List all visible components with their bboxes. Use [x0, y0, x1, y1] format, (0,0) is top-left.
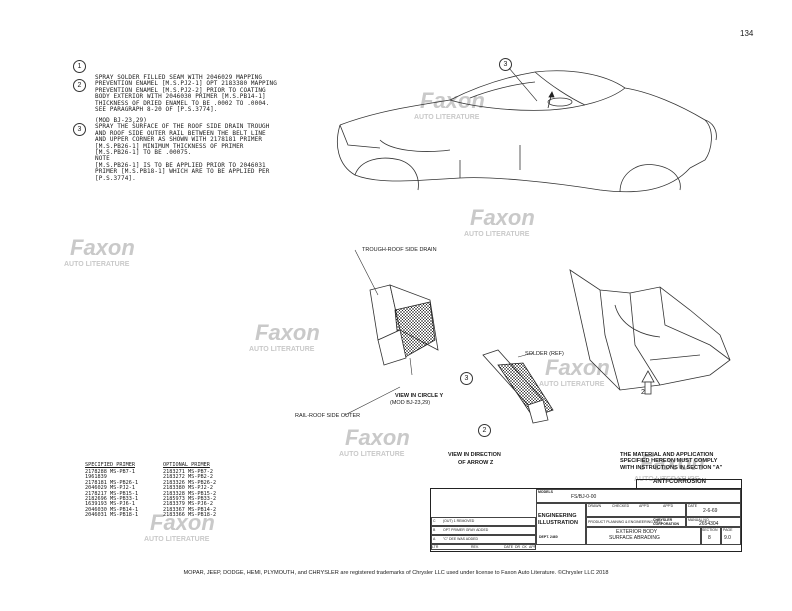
- section-label: SECTION: [702, 528, 718, 532]
- primer-optional-cell: 2183328 MS-PB15-2: [163, 490, 217, 497]
- note-2-text: SPRAY SOLDER FILLED SEAM WITH 2046029 MA…: [95, 74, 277, 114]
- detail-solder-panel: [482, 349, 554, 424]
- callout-3-mid: 3: [460, 372, 473, 385]
- primer-header-specified: SPECIFIED PRIMER: [85, 462, 135, 468]
- label-solder: SOLDER (REF): [525, 351, 564, 357]
- manual-value: 2654304: [699, 521, 719, 527]
- date-value: 2-6-69: [703, 508, 718, 514]
- rev-footer: DR: [515, 545, 521, 549]
- rev-footer: REV.: [471, 545, 479, 549]
- section-value: 8: [708, 535, 711, 541]
- primer-specified-cell: 2046030 MS-PB14-1: [85, 506, 139, 513]
- view-circle-line2: (MOD BJ-23,29): [390, 400, 431, 406]
- rev-mark: B: [433, 528, 436, 532]
- note-3-text: (MOD BJ-23,29) SPRAY THE SURFACE OF THE …: [95, 117, 270, 182]
- primer-specified-cell: 2182696 MS-PB33-1: [85, 496, 139, 502]
- primer-optional-cell: 2183379 MS-PJ6-2: [163, 501, 213, 508]
- chrysler-label: CHRYSLER CORPORATION: [653, 518, 679, 526]
- leader-line: [345, 386, 401, 416]
- rev-text: "C" DEE WAS ADDED: [443, 537, 479, 541]
- primer-optional-cell: 2183366 MS-PB18-2: [163, 512, 217, 519]
- rev-footer: LTR: [432, 545, 439, 549]
- title-block: ANTI-CORROSION MODELS FS/BJ-0-00 ENGINEE…: [430, 479, 742, 552]
- subject-line2: SURFACE ABRADING: [609, 535, 660, 541]
- label-rail: RAIL-ROOF SIDE OUTER: [295, 413, 361, 419]
- primer-optional-cell: 2183326 MS-PB26-2: [163, 479, 217, 486]
- primer-specified-cell: 2178181 MS-PB26-1: [85, 479, 139, 486]
- primer-optional-cell: 2185973 MS-PB33-2: [163, 496, 217, 502]
- callout-2-low: 2: [478, 424, 491, 437]
- label-trough: TROUGH-ROOF SIDE DRAIN: [362, 247, 437, 253]
- anti-corrosion-label: ANTI-CORROSION: [653, 479, 706, 485]
- callout-2-arrow: 2: [641, 389, 645, 396]
- date-label: DATE: [688, 504, 698, 508]
- checked-label: CHECKED: [612, 504, 630, 508]
- appd-label-1: APP'D: [639, 504, 650, 508]
- note-number-1: 1: [73, 60, 86, 73]
- detail-drain-trough: [354, 249, 439, 376]
- engineering-line2: ILLUSTRATION: [538, 520, 578, 526]
- primer-specified-cell: 1639193 MS-PJ6-1: [85, 501, 135, 508]
- rev-footer: DATE: [504, 545, 514, 549]
- callout-3-top: 3: [499, 58, 512, 71]
- rev-footer: CK: [522, 545, 527, 549]
- trademark-footer: MOPAR, JEEP, DODGE, HEMI, PLYMOUTH, and …: [183, 570, 609, 576]
- manual-label: MANUAL NO.: [688, 518, 710, 522]
- primer-specified-cell: 2178288 MS-PB7-1: [85, 469, 135, 475]
- primer-header-optional: OPTIONAL PRIMER: [163, 462, 210, 468]
- appd-label-2: APP'D: [663, 504, 674, 508]
- primer-specified-cell: 2046031 MS-PB18-1: [85, 512, 139, 519]
- view-circle-line1: VIEW IN CIRCLE Y: [395, 393, 444, 399]
- engineering-line1: ENGINEERING: [538, 513, 577, 519]
- rev-mark: C: [433, 519, 436, 523]
- rev-text: (OUT) 1 REMOVED: [443, 519, 475, 523]
- view-direction-line2: OF ARROW Z: [458, 460, 494, 466]
- page-number: 134: [740, 29, 754, 38]
- primer-optional-cell: 2183271 MS-PB7-2: [163, 469, 213, 475]
- rev-text: OPT PRIMER GRAY ADDED: [443, 528, 489, 532]
- note-number-3: 3: [73, 123, 86, 136]
- subject-line1: EXTERIOR BODY: [616, 529, 658, 535]
- primer-specified-cell: 2178217 MS-PB15-1: [85, 490, 139, 497]
- view-direction-line1: VIEW IN DIRECTION: [448, 452, 501, 458]
- rev-mark: A: [433, 537, 436, 541]
- models-label: MODELS: [538, 490, 553, 494]
- primer-specified-cell: 2046029 MS-PJ2-1: [85, 485, 135, 492]
- note-number-2: 2: [73, 79, 86, 92]
- page-value: 9.0: [724, 535, 731, 541]
- primer-specified-cell: 1961839: [85, 474, 107, 481]
- drawn-label: DRAWN: [588, 504, 602, 508]
- car-body-illustration: [337, 70, 717, 193]
- rev-footer: APP: [529, 545, 537, 549]
- primer-optional-cell: 2183367 MS-PB14-2: [163, 506, 217, 513]
- planning-label: PRODUCT PLANNING & ENGINEERING MFG.: [588, 520, 663, 524]
- models-value: FS/BJ-0-00: [571, 494, 597, 500]
- compliance-note: THE MATERIAL AND APPLICATION SPECIFIED H…: [620, 452, 723, 471]
- primer-optional-cell: 2183380 MS-PJ2-2: [163, 485, 213, 492]
- page-label: PAGE: [723, 528, 733, 532]
- detail-quarter-panel: [569, 269, 731, 395]
- primer-optional-cell: 2183272 MS-PB2-2: [163, 474, 213, 481]
- leader-line: [508, 67, 538, 102]
- dept-label: DEPT. 2460: [539, 535, 558, 539]
